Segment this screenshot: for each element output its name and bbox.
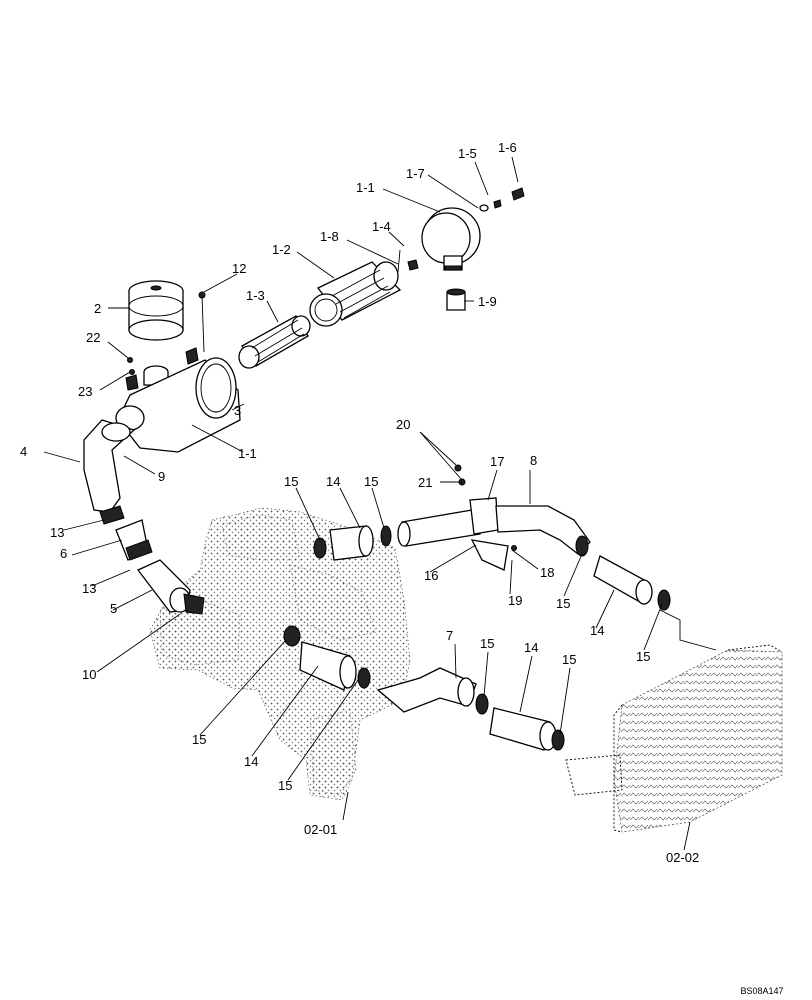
leader-lines bbox=[43, 156, 691, 851]
callout-15-d: 15 bbox=[636, 649, 650, 664]
callout-9: 9 bbox=[158, 469, 165, 484]
callout-1-4: 1-4 bbox=[372, 219, 391, 234]
callout-14-c: 14 bbox=[524, 640, 538, 655]
charge-air-cooler-outline bbox=[565, 644, 783, 833]
callout-02-02: 02-02 bbox=[666, 850, 699, 865]
callout-6: 6 bbox=[60, 546, 67, 561]
inlet-elbow-hose bbox=[83, 419, 136, 525]
callout-1-6: 1-6 bbox=[498, 140, 517, 155]
callout-20: 20 bbox=[396, 417, 410, 432]
callout-1-1-body: 1-1 bbox=[238, 446, 257, 461]
callout-22: 22 bbox=[86, 330, 100, 345]
center-coupling bbox=[313, 525, 392, 561]
primary-filter-element bbox=[309, 261, 402, 327]
callout-1-8: 1-8 bbox=[320, 229, 339, 244]
callout-15-e: 15 bbox=[480, 636, 494, 651]
engine-block-outline bbox=[149, 507, 411, 801]
callout-16: 16 bbox=[424, 568, 438, 583]
small-fasteners bbox=[397, 187, 525, 273]
callout-1-2: 1-2 bbox=[272, 242, 291, 257]
callout-2: 2 bbox=[94, 301, 101, 316]
callout-3: 3 bbox=[234, 403, 241, 418]
callout-15-b: 15 bbox=[364, 474, 378, 489]
callout-labels: 1-5 1-6 1-7 1-1 1-4 1-8 1-2 1-9 12 2 1-3… bbox=[20, 140, 784, 996]
lower-right-pipes bbox=[376, 667, 565, 751]
callout-14-b: 14 bbox=[590, 623, 604, 638]
callout-7: 7 bbox=[446, 628, 453, 643]
callout-4: 4 bbox=[20, 444, 27, 459]
precleaner-cap bbox=[128, 280, 184, 386]
callout-1-7: 1-7 bbox=[406, 166, 425, 181]
callout-8: 8 bbox=[530, 453, 537, 468]
callout-19: 19 bbox=[508, 593, 522, 608]
callout-5: 5 bbox=[110, 601, 117, 616]
callout-1-3: 1-3 bbox=[246, 288, 265, 303]
turbo-elbow-hose bbox=[495, 505, 591, 557]
callout-15-g: 15 bbox=[192, 732, 206, 747]
callout-1-9: 1-9 bbox=[478, 294, 497, 309]
callout-02-01: 02-01 bbox=[304, 822, 337, 837]
transfer-pipe bbox=[397, 464, 517, 571]
callout-14-d: 14 bbox=[244, 754, 258, 769]
callout-21: 21 bbox=[418, 475, 432, 490]
callout-15-h: 15 bbox=[278, 778, 292, 793]
vacuator-valve bbox=[446, 288, 466, 311]
lower-center-hoses bbox=[283, 625, 371, 691]
callout-17: 17 bbox=[490, 454, 504, 469]
callout-15-f: 15 bbox=[562, 652, 576, 667]
callout-15-a: 15 bbox=[284, 474, 298, 489]
inlet-lower-hoses bbox=[115, 519, 205, 615]
callout-23: 23 bbox=[78, 384, 92, 399]
callout-13-a: 13 bbox=[50, 525, 64, 540]
callout-15-c: 15 bbox=[556, 596, 570, 611]
secondary-filter-element bbox=[238, 315, 311, 369]
right-hose-set bbox=[593, 555, 717, 651]
callout-10: 10 bbox=[82, 667, 96, 682]
callout-12: 12 bbox=[232, 261, 246, 276]
callout-18: 18 bbox=[540, 565, 554, 580]
callout-14-a: 14 bbox=[326, 474, 340, 489]
callout-1-5: 1-5 bbox=[458, 146, 477, 161]
air-cleaner-end-cap bbox=[421, 207, 481, 271]
callout-13-b: 13 bbox=[82, 581, 96, 596]
drawing-code: BS08A147 bbox=[740, 986, 783, 996]
air-cleaner-housing bbox=[115, 291, 241, 453]
callout-1-1-top: 1-1 bbox=[356, 180, 375, 195]
